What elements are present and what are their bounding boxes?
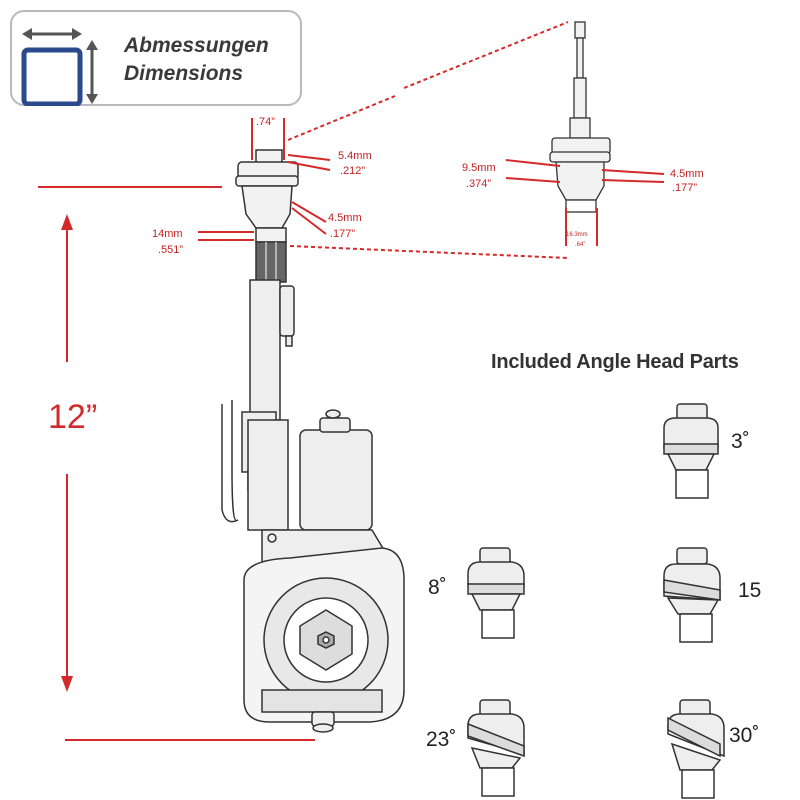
angle-label-3: 3˚ xyxy=(731,430,750,453)
dim-base-mm: 14mm xyxy=(152,228,183,240)
height-label: 12” xyxy=(48,398,98,436)
angle-heads-heading: Included Angle Head Parts xyxy=(491,351,739,373)
head-dimension-lines xyxy=(198,21,569,259)
detail-dimension-lines xyxy=(505,159,665,246)
dim-nut-in: .212” xyxy=(340,165,366,177)
dim-detail-bottom-mm: 16.3mm xyxy=(566,232,588,238)
angle-head-parts xyxy=(467,403,725,799)
angle-head-30 xyxy=(667,699,725,799)
antenna-head xyxy=(235,149,299,283)
motor-housing xyxy=(243,409,405,733)
badge-title-en: Dimensions xyxy=(124,62,244,85)
angle-head-3 xyxy=(663,403,719,499)
angle-label-30: 30˚ xyxy=(729,724,760,747)
dim-detail-right-in: .177” xyxy=(672,182,698,194)
dimensions-icon xyxy=(21,28,98,106)
angle-label-8: 8˚ xyxy=(428,576,447,599)
dim-detail-left-mm: 9.5mm xyxy=(462,162,496,174)
antenna-tube xyxy=(221,279,295,531)
dim-base-in: .551” xyxy=(158,244,184,256)
dim-collar-mm: 4.5mm xyxy=(328,212,362,224)
dim-detail-bottom-in: .64” xyxy=(575,242,586,248)
detail-head xyxy=(549,21,611,213)
dimensions-badge: Abmessungen Dimensions xyxy=(10,10,302,106)
angle-head-8 xyxy=(467,547,525,639)
dim-top-width: .74” xyxy=(256,116,275,128)
angle-head-15 xyxy=(663,547,721,643)
angle-label-15: 15 xyxy=(738,579,762,602)
height-arrow-up-head xyxy=(61,214,73,230)
angle-label-23: 23˚ xyxy=(426,728,457,751)
height-arrow-down-head xyxy=(61,676,73,692)
badge-title-de: Abmessungen xyxy=(124,34,269,57)
dim-detail-left-in: .374” xyxy=(466,178,492,190)
dim-detail-right-mm: 4.5mm xyxy=(670,168,704,180)
dim-collar-in: .177” xyxy=(330,228,356,240)
dim-nut-mm: 5.4mm xyxy=(338,150,372,162)
angle-head-23 xyxy=(467,699,525,797)
